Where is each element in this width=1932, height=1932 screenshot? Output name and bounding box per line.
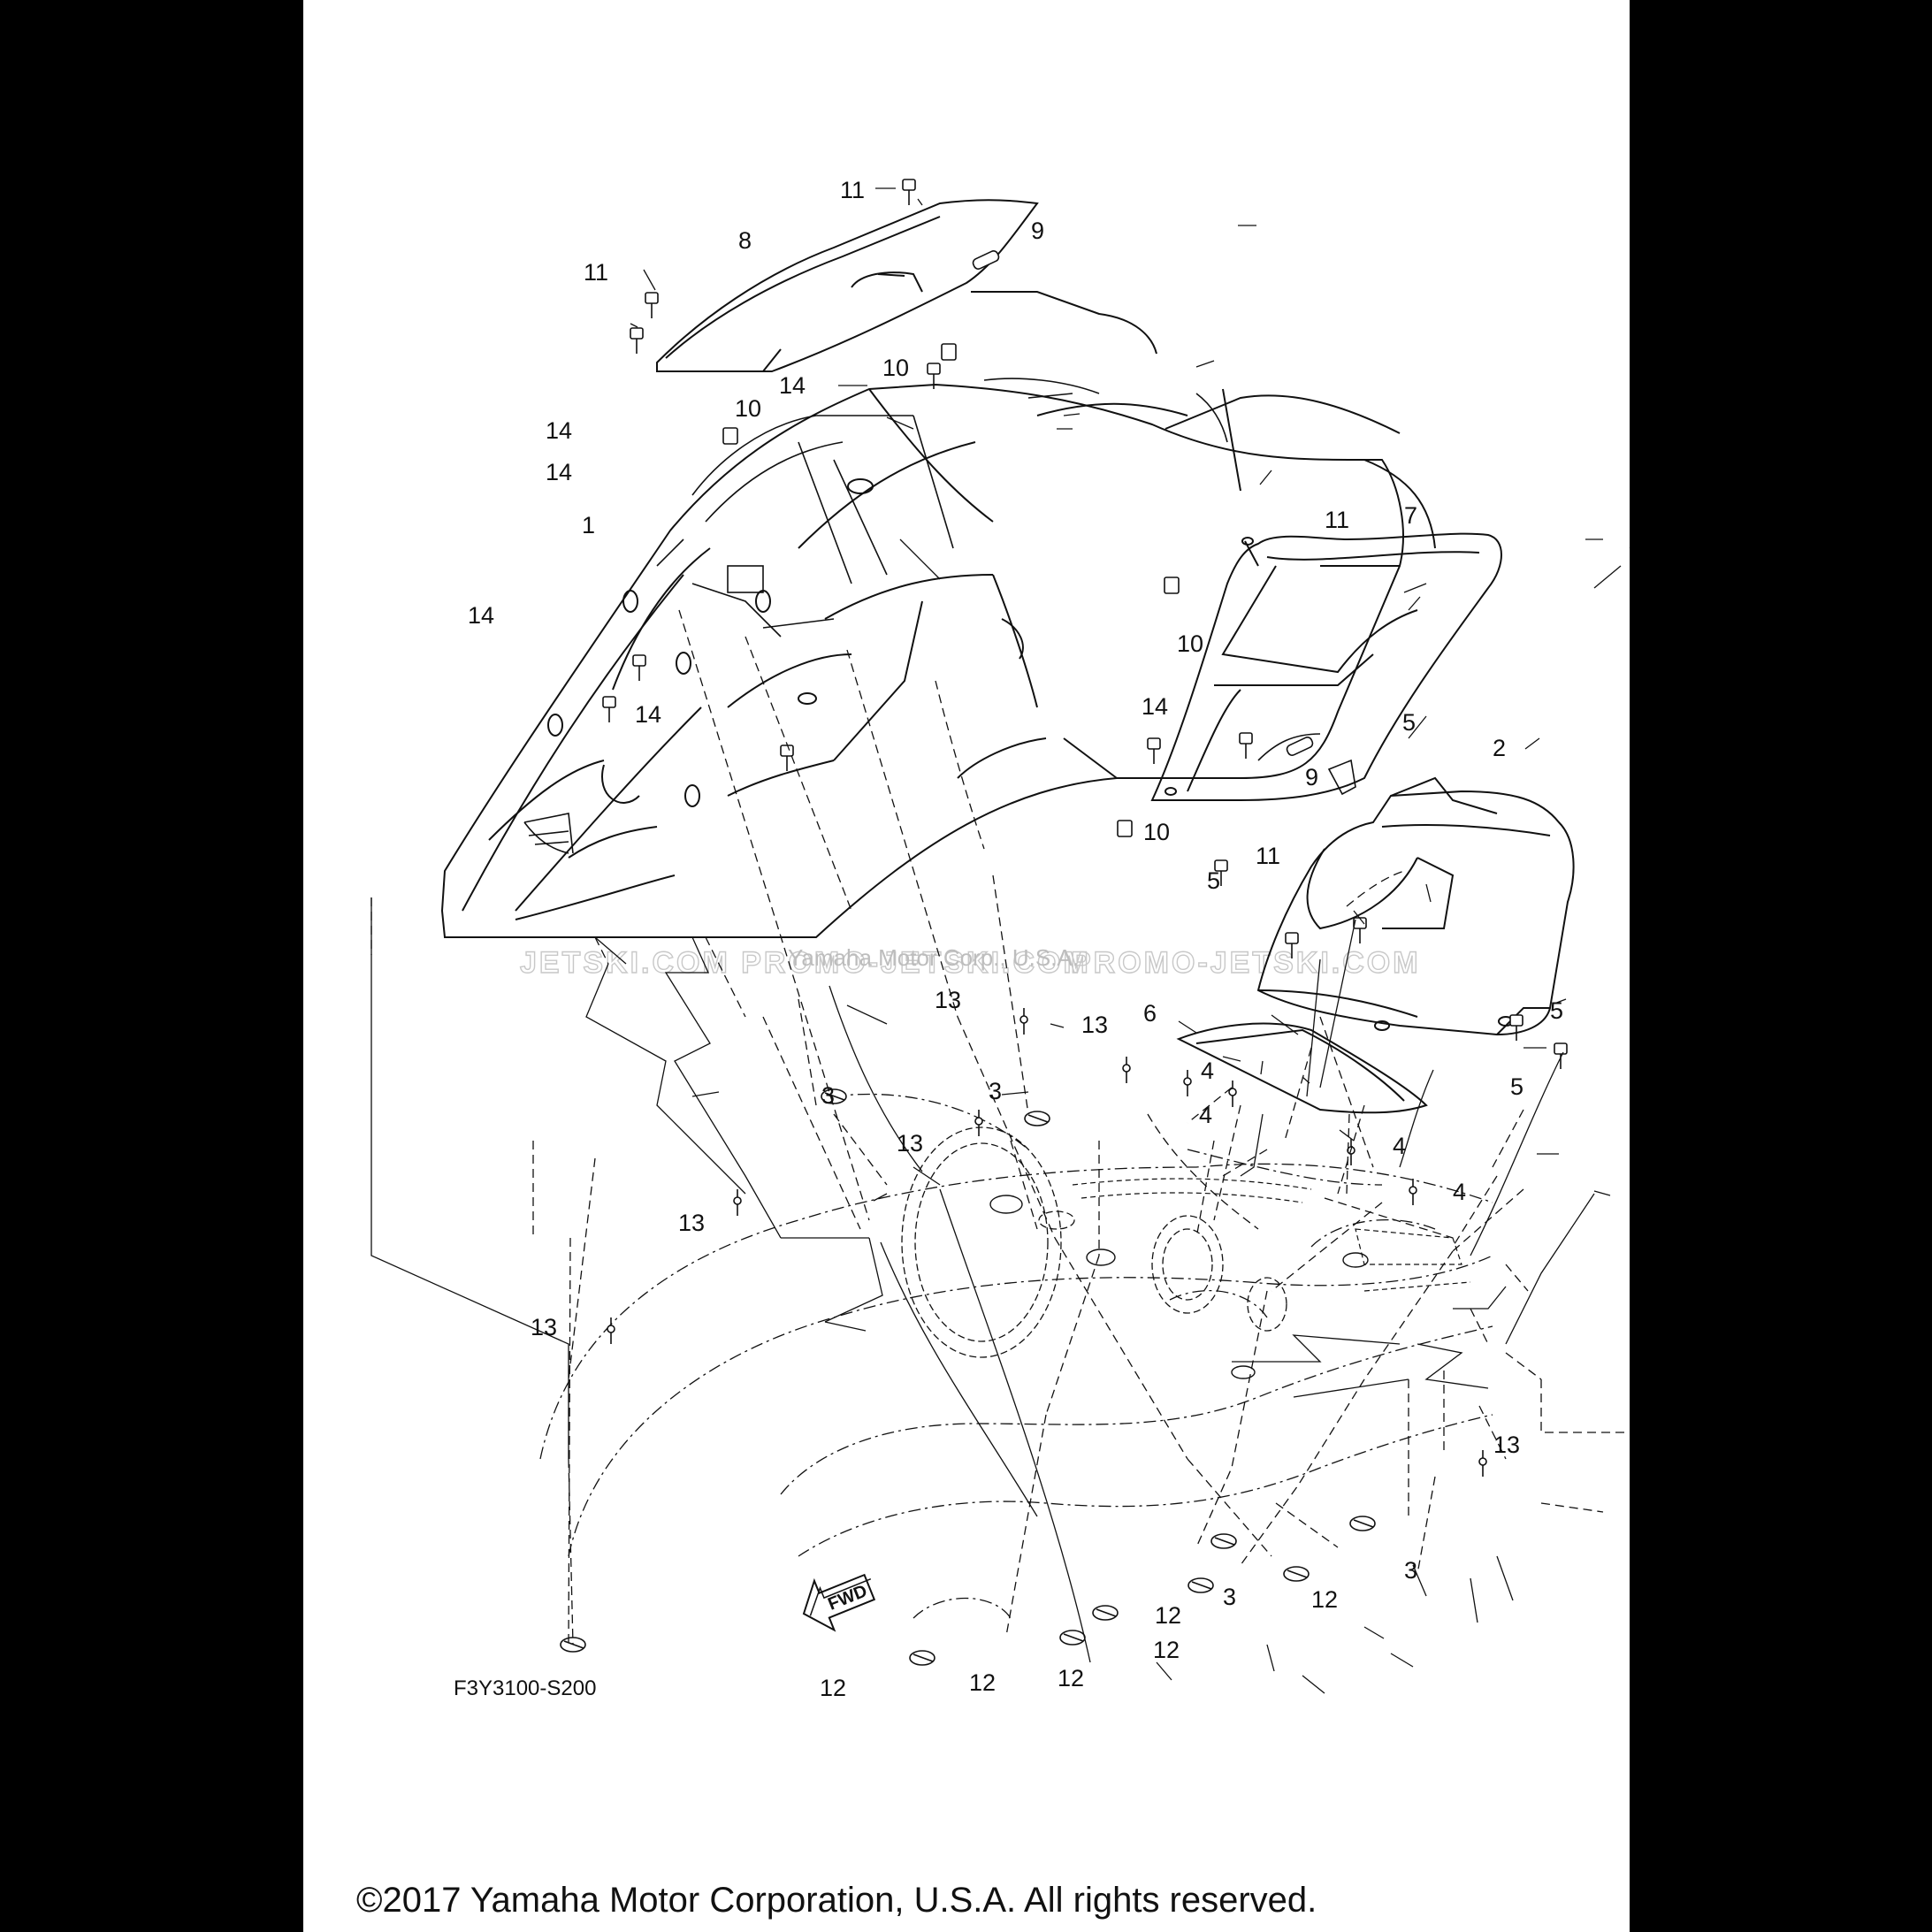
clip-nut-icon xyxy=(1117,820,1133,837)
callout-9a: 9 xyxy=(1031,218,1044,244)
callout-10d: 10 xyxy=(1143,819,1170,845)
callout-10c: 10 xyxy=(1177,630,1203,657)
callout-11c: 11 xyxy=(1325,507,1349,533)
bolt-icon xyxy=(927,363,941,375)
rubber-damper-icon xyxy=(1286,737,1314,756)
callout-14a: 14 xyxy=(546,417,572,444)
callout-14b: 14 xyxy=(546,459,572,485)
callout-5b: 5 xyxy=(1207,867,1220,894)
clip-nut-icon xyxy=(941,343,957,361)
callout-9b: 9 xyxy=(1305,764,1318,790)
bolt-icon xyxy=(645,292,659,304)
callout-3c: 3 xyxy=(1223,1584,1236,1610)
callout-12c: 12 xyxy=(1058,1665,1084,1691)
console-frame-detail xyxy=(523,378,1356,854)
callout-6: 6 xyxy=(1143,1000,1157,1027)
callout-13f: 13 xyxy=(1493,1432,1520,1458)
callout-14c: 14 xyxy=(779,372,806,399)
callout-13b: 13 xyxy=(1081,1012,1108,1038)
bolt-icon xyxy=(780,745,794,757)
callout-3d: 3 xyxy=(1404,1557,1417,1584)
watermark-center: Yamaha Motor Corp., U.S.A. xyxy=(788,944,1079,971)
zigzag-guides xyxy=(370,897,1507,1459)
exploded-parts-diagram: JETSKI.COM PROMO-JETSKI.COM Yamaha Motor… xyxy=(356,177,1630,1920)
callout-8: 8 xyxy=(738,227,752,254)
bolt-icon xyxy=(1285,932,1299,944)
callout-7: 7 xyxy=(1404,502,1417,529)
fasteners xyxy=(560,179,1568,1666)
part-6-lid xyxy=(1176,1022,1428,1114)
callout-4d: 4 xyxy=(1453,1179,1466,1205)
diagram-sheet: JETSKI.COM PROMO-JETSKI.COM Yamaha Motor… xyxy=(303,0,1630,1932)
callout-13a: 13 xyxy=(935,987,961,1013)
rubber-damper-icon xyxy=(972,250,1000,270)
bolt-icon xyxy=(1554,1042,1568,1055)
hull-outline xyxy=(539,1093,1493,1619)
copyright-notice: ©2017 Yamaha Motor Corporation, U.S.A. A… xyxy=(356,1881,1317,1920)
callout-4c: 4 xyxy=(1393,1133,1406,1159)
bolt-icon xyxy=(1147,737,1161,750)
part-7-side-panel xyxy=(1150,532,1502,801)
part-2-pocket xyxy=(1256,776,1575,1036)
callout-4b: 4 xyxy=(1199,1102,1212,1128)
bolt-icon xyxy=(602,696,616,708)
callout-13c: 13 xyxy=(897,1130,923,1157)
callout-12a: 12 xyxy=(820,1675,846,1701)
callout-5c: 5 xyxy=(1550,997,1563,1024)
callout-3b: 3 xyxy=(989,1078,1002,1104)
watermark-right: PROMO-JETSKI.COM xyxy=(1071,946,1421,980)
leader-lines xyxy=(630,187,1630,1694)
bolt-icon xyxy=(1239,732,1253,745)
fwd-arrow: FWD xyxy=(802,1573,876,1632)
callout-11b: 11 xyxy=(584,259,608,286)
callout-1-label: 1 xyxy=(582,512,595,538)
clip-nut-icon xyxy=(722,427,738,445)
callout-13e: 13 xyxy=(531,1314,557,1340)
mount-holes xyxy=(989,1195,1369,1379)
dashed-guides xyxy=(370,609,1630,1646)
callout-5d: 5 xyxy=(1510,1073,1523,1100)
callout-12f: 12 xyxy=(1311,1586,1338,1613)
clip-nut-icon xyxy=(1164,577,1180,594)
callout-10a: 10 xyxy=(882,355,909,381)
callout-5a: 5 xyxy=(1402,709,1416,736)
watermark-left: JETSKI.COM PROMO-JETSKI.COM xyxy=(520,946,1091,980)
callout-10b: 10 xyxy=(735,395,761,422)
callout-14f: 14 xyxy=(1142,693,1168,720)
callout-12b: 12 xyxy=(969,1669,996,1696)
callout-11a: 11 xyxy=(840,177,865,203)
callout-13d: 13 xyxy=(678,1210,705,1236)
deck-grille xyxy=(1072,1178,1471,1292)
callout-labels: 1 1 2 3 3 3 3 4 4 4 4 5 5 5 5 6 7 8 9 9 xyxy=(468,177,1563,1701)
callout-3a: 3 xyxy=(821,1082,835,1109)
callout-12e: 12 xyxy=(1155,1602,1181,1629)
deck-ovals xyxy=(901,1126,1287,1358)
bolt-icon xyxy=(630,327,644,340)
callout-12d: 12 xyxy=(1153,1637,1180,1663)
callout-14e: 14 xyxy=(635,701,661,728)
bolt-icon xyxy=(1509,1014,1523,1027)
callout-2: 2 xyxy=(1493,735,1506,761)
drawing-code: F3Y3100-S200 xyxy=(454,1676,596,1700)
callout-14d: 14 xyxy=(468,602,494,629)
callout-11d: 11 xyxy=(1256,843,1280,869)
bolt-icon xyxy=(902,179,916,191)
part-8-top-cover xyxy=(656,199,1039,372)
part-1-upper-deck-cover xyxy=(440,291,1436,939)
bolt-icon xyxy=(632,654,646,667)
callout-4a: 4 xyxy=(1201,1058,1214,1084)
